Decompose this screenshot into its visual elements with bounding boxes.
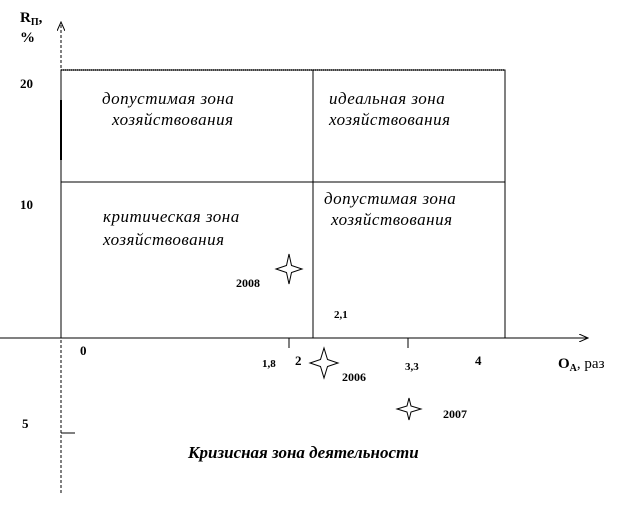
y-tick-label-5: 5 <box>22 416 29 431</box>
zone-bottom-right-line1: допустимая зона <box>324 189 456 208</box>
point-2006-star-icon <box>308 346 340 380</box>
zone-top-right-line1: идеальная зона <box>329 89 445 108</box>
zone-crisis-label: Кризисная зона деятельности <box>187 443 419 462</box>
x-axis-title: OА, раз <box>558 356 605 374</box>
zone-bottom-left-line1: критическая зона <box>103 207 240 226</box>
y-axis-unit: % <box>20 30 35 46</box>
point-2008-label: 2008 <box>236 276 260 290</box>
x-tick-label-4: 4 <box>475 353 482 368</box>
x-tick-label-2-1: 2,1 <box>334 309 348 321</box>
point-2006-label: 2006 <box>342 370 366 384</box>
y-tick-label-10: 10 <box>20 197 33 212</box>
zone-top-left-line1: допустимая зона <box>102 89 234 108</box>
zone-top-left-line2: хозяйствования <box>111 110 234 129</box>
point-2007-label: 2007 <box>443 407 467 421</box>
zone-bottom-right-line2: хозяйствования <box>330 210 453 229</box>
x-tick-label-2: 2 <box>295 353 302 368</box>
zone-bottom-left-line2: хозяйствования <box>102 230 225 249</box>
y-tick-label-20: 20 <box>20 76 33 91</box>
point-2007-star-icon <box>395 397 423 421</box>
x-tick-label-1-8: 1,8 <box>262 358 276 370</box>
point-2008-star-icon <box>274 253 304 285</box>
y-axis-title: RП, <box>20 10 43 28</box>
x-tick-label-0: 0 <box>80 343 87 358</box>
zone-top-right-line2: хозяйствования <box>328 110 451 129</box>
x-tick-label-3-3: 3,3 <box>405 361 419 373</box>
